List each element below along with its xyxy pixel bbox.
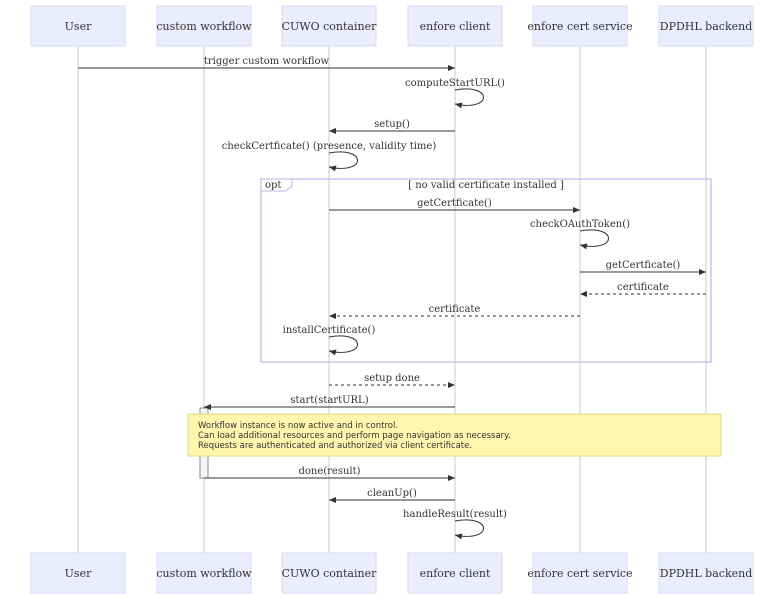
message-label: computeStartURL() [405, 78, 505, 89]
message-label: setup done [364, 373, 420, 384]
message-label: certificate [429, 304, 481, 315]
actor-box-enfore_cert_service-bottom [532, 552, 628, 594]
message: computeStartURL() [405, 78, 505, 109]
message: checkCertficate() (presence, validity ti… [222, 141, 437, 172]
message-label: done(result) [298, 466, 360, 477]
note-line: Requests are authenticated and authorize… [198, 441, 472, 451]
actor-label-custom_workflow-top: custom workflow [156, 20, 252, 33]
actor-box-custom_workflow-top [156, 5, 252, 47]
opt-frame: opt [ no valid certificate installed ] [260, 178, 712, 363]
message: handleResult(result) [403, 509, 507, 540]
message: getCertficate() [580, 260, 706, 275]
actor-box-enfore_cert_service-top [532, 5, 628, 47]
actor-label-dpdhl_backend-bottom: DPDHL backend [660, 567, 753, 580]
message: start(startURL) [204, 395, 455, 410]
message: getCertficate() [329, 198, 580, 213]
message-arrow [454, 88, 484, 109]
actor-label-user-bottom: User [65, 567, 92, 580]
actor-label-cuwo_container-top: CUWO container [282, 20, 377, 33]
message-arrow [579, 229, 609, 250]
actor-label-cuwo_container-bottom: CUWO container [282, 567, 377, 580]
actor-label-user-top: User [65, 20, 92, 33]
actor-box-dpdhl_backend-top [658, 5, 754, 47]
message: checkOAuthToken() [530, 219, 630, 250]
message-label: getCertficate() [606, 260, 681, 271]
actor-label-enfore_cert_service-top: enfore cert service [527, 20, 632, 33]
messages: trigger custom workflow computeStartURL()… [78, 56, 706, 540]
message-label: checkOAuthToken() [530, 219, 630, 230]
note-line: Workflow instance is now active and in c… [198, 421, 398, 431]
actor-box-user-bottom [30, 552, 126, 594]
actor-label-enfore_client-top: enfore client [420, 20, 491, 33]
opt-frame-box [260, 178, 712, 363]
message-label: checkCertficate() (presence, validity ti… [222, 141, 437, 152]
message-label: handleResult(result) [403, 509, 507, 520]
message: certificate [329, 304, 580, 319]
actor-label-enfore_cert_service-bottom: enfore cert service [527, 567, 632, 580]
opt-frame-tag-label: opt [265, 180, 281, 191]
message-label: getCertficate() [417, 198, 492, 209]
message-label: setup() [374, 119, 410, 130]
message: trigger custom workflow [78, 56, 455, 71]
message-label: cleanUp() [367, 488, 417, 499]
message-arrow [328, 151, 358, 172]
actors-top: User custom workflow CUWO container enfore … [30, 5, 754, 47]
note: Workflow instance is now active and in c… [187, 413, 722, 457]
actor-box-custom_workflow-bottom [156, 552, 252, 594]
actor-box-enfore_client-top [407, 5, 503, 47]
actors-bottom: User custom workflow CUWO container enfore … [30, 552, 754, 594]
message: installCertificate() [283, 325, 376, 356]
message: setup done [329, 373, 455, 388]
message: certificate [580, 282, 706, 297]
message-arrow [328, 335, 358, 356]
actor-label-dpdhl_backend-top: DPDHL backend [660, 20, 753, 33]
actor-box-enfore_client-bottom [407, 552, 503, 594]
message-label: certificate [617, 282, 669, 293]
message-label: trigger custom workflow [204, 56, 330, 67]
actor-box-cuwo_container-bottom [281, 552, 377, 594]
opt-frame-condition: [ no valid certificate installed ] [408, 180, 564, 191]
note-line: Can load additional resources and perfor… [198, 431, 511, 441]
actor-box-user-top [30, 5, 126, 47]
actor-label-custom_workflow-bottom: custom workflow [156, 567, 252, 580]
opt-frame-tag [260, 178, 293, 192]
actor-box-dpdhl_backend-bottom [658, 552, 754, 594]
message: setup() [329, 119, 455, 134]
message-arrow [454, 519, 484, 540]
message: cleanUp() [329, 488, 455, 503]
message: done(result) [204, 466, 455, 481]
note-box [187, 413, 722, 457]
message-label: start(startURL) [290, 395, 368, 406]
actor-box-cuwo_container-top [281, 5, 377, 47]
message-label: installCertificate() [283, 325, 376, 336]
actor-label-enfore_client-bottom: enfore client [420, 567, 491, 580]
